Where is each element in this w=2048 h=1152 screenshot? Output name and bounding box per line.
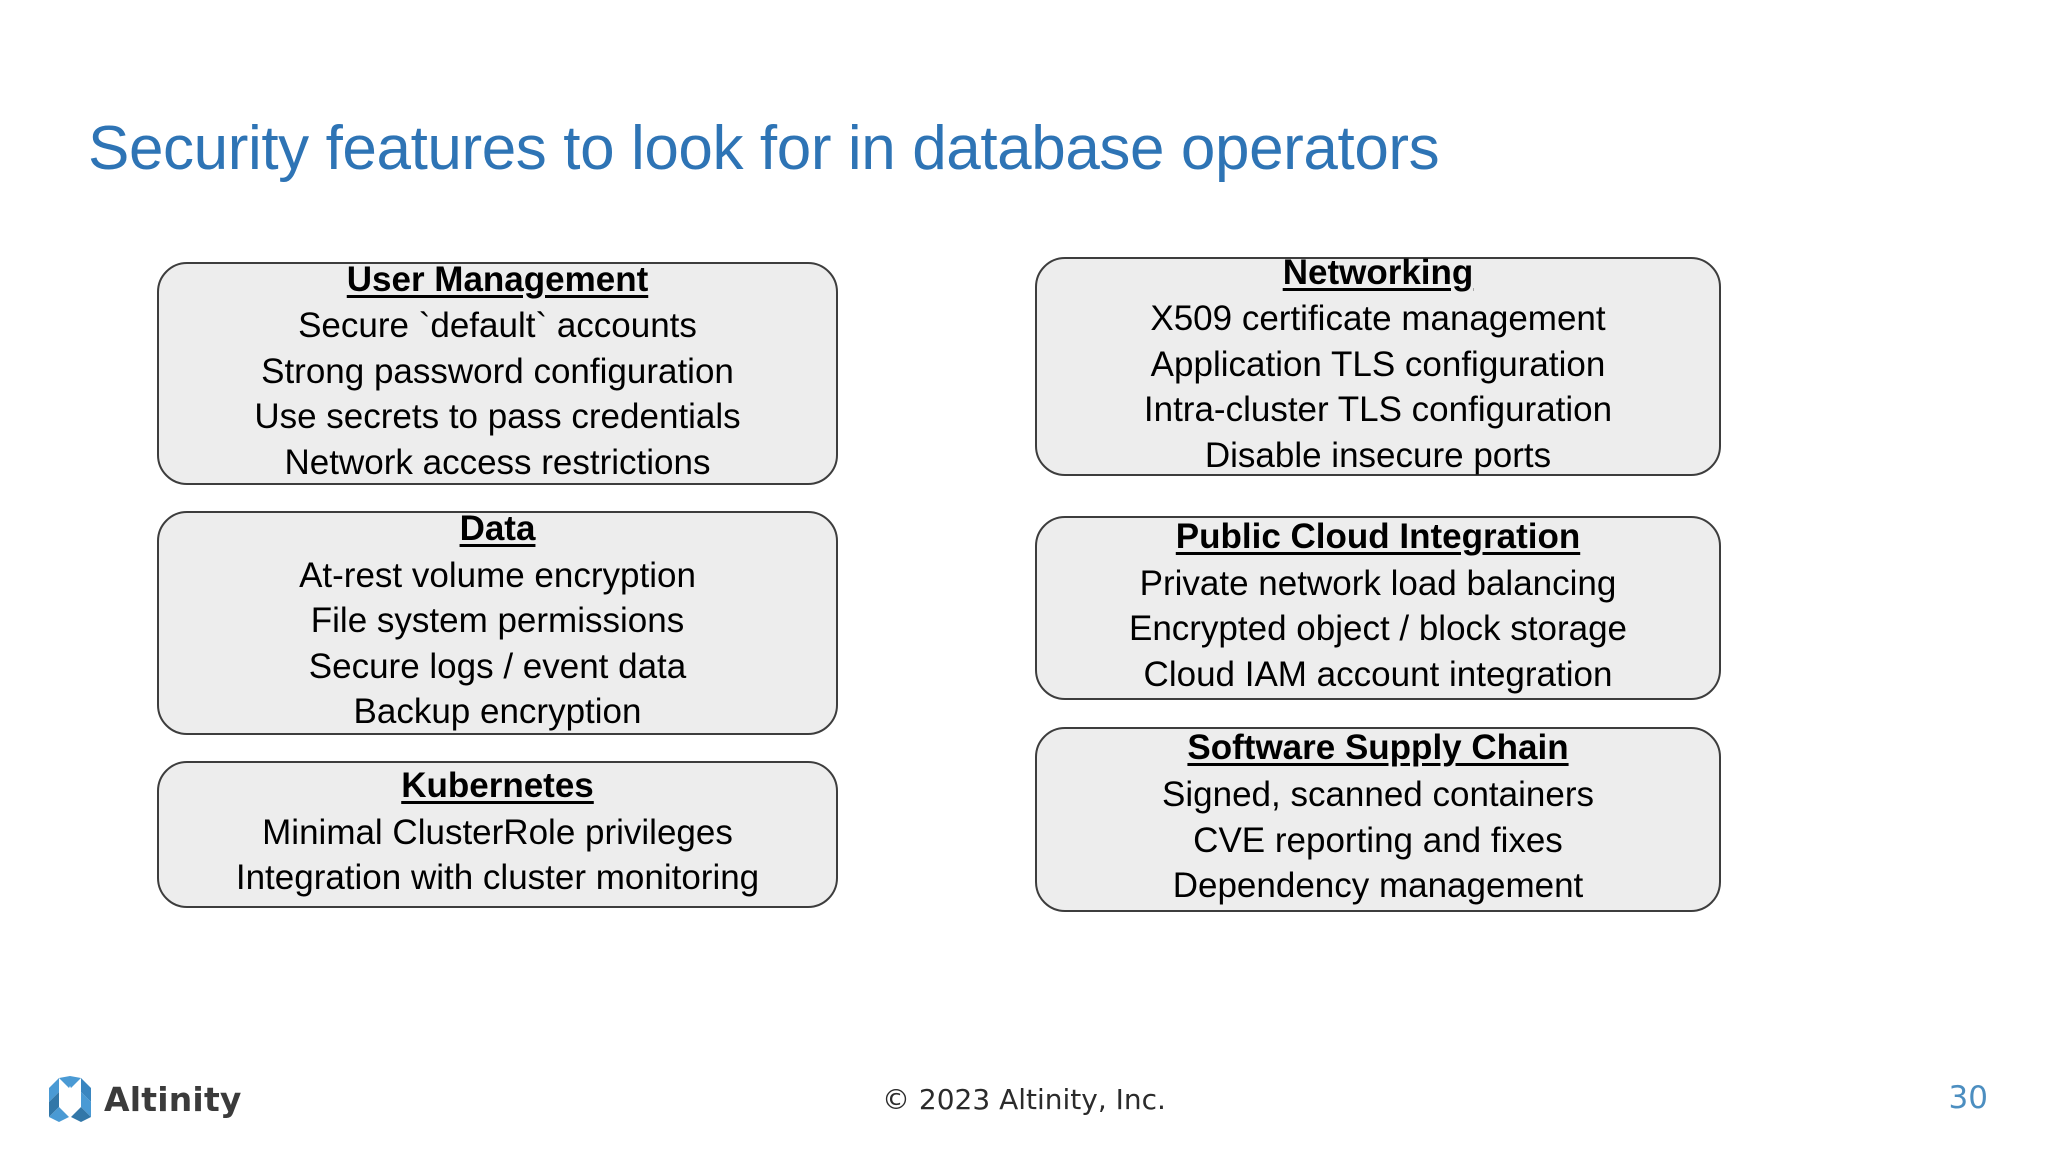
card-title-networking: Networking [1282,252,1474,292]
card-line: Dependency management [1172,866,1584,906]
card-software-supply-chain: Software Supply Chain Signed, scanned co… [1035,727,1721,912]
right-column: Networking X509 certificate management A… [1035,253,1721,912]
card-line: Network access restrictions [284,442,711,482]
page-number: 30 [1948,1080,1988,1116]
card-line: Strong password configuration [261,351,734,391]
card-line: File system permissions [310,601,685,641]
card-line: Intra-cluster TLS configuration [1143,390,1613,430]
brand-name: Altinity [104,1079,242,1119]
copyright-text: © 2023 Altinity, Inc. [882,1083,1166,1116]
card-title-user-management: User Management [346,259,649,299]
card-title-kubernetes: Kubernetes [401,766,594,806]
card-public-cloud-integration: Public Cloud Integration Private network… [1035,516,1721,700]
card-line: Use secrets to pass credentials [254,397,741,437]
card-line: Integration with cluster monitoring [235,858,760,898]
card-line: Private network load balancing [1139,563,1617,603]
card-line: Signed, scanned containers [1162,775,1594,815]
footer-logo: Altinity [48,1076,242,1122]
card-line: Backup encryption [353,692,642,732]
card-kubernetes: Kubernetes Minimal ClusterRole privilege… [157,761,838,908]
card-line: Cloud IAM account integration [1143,654,1613,694]
card-title-data: Data [459,509,536,549]
card-line: Application TLS configuration [1150,344,1606,384]
card-line: Secure `default` accounts [298,306,697,346]
left-column: User Management Secure `default` account… [157,260,838,908]
card-line: Secure logs / event data [308,646,687,686]
card-networking: Networking X509 certificate management A… [1035,253,1721,476]
card-title-software-supply-chain: Software Supply Chain [1187,728,1569,768]
card-line: X509 certificate management [1150,299,1606,339]
card-user-management: User Management Secure `default` account… [157,260,838,485]
altinity-arch-logo-icon [48,1076,92,1122]
card-line: At-rest volume encryption [299,555,696,595]
card-line: Minimal ClusterRole privileges [262,812,733,852]
card-data: Data At-rest volume encryption File syst… [157,509,838,735]
card-line: Disable insecure ports [1204,435,1552,475]
page-title: Security features to look for in databas… [88,114,1440,183]
card-title-public-cloud-integration: Public Cloud Integration [1175,516,1581,556]
card-line: Encrypted object / block storage [1128,609,1628,649]
card-line: CVE reporting and fixes [1193,820,1563,860]
